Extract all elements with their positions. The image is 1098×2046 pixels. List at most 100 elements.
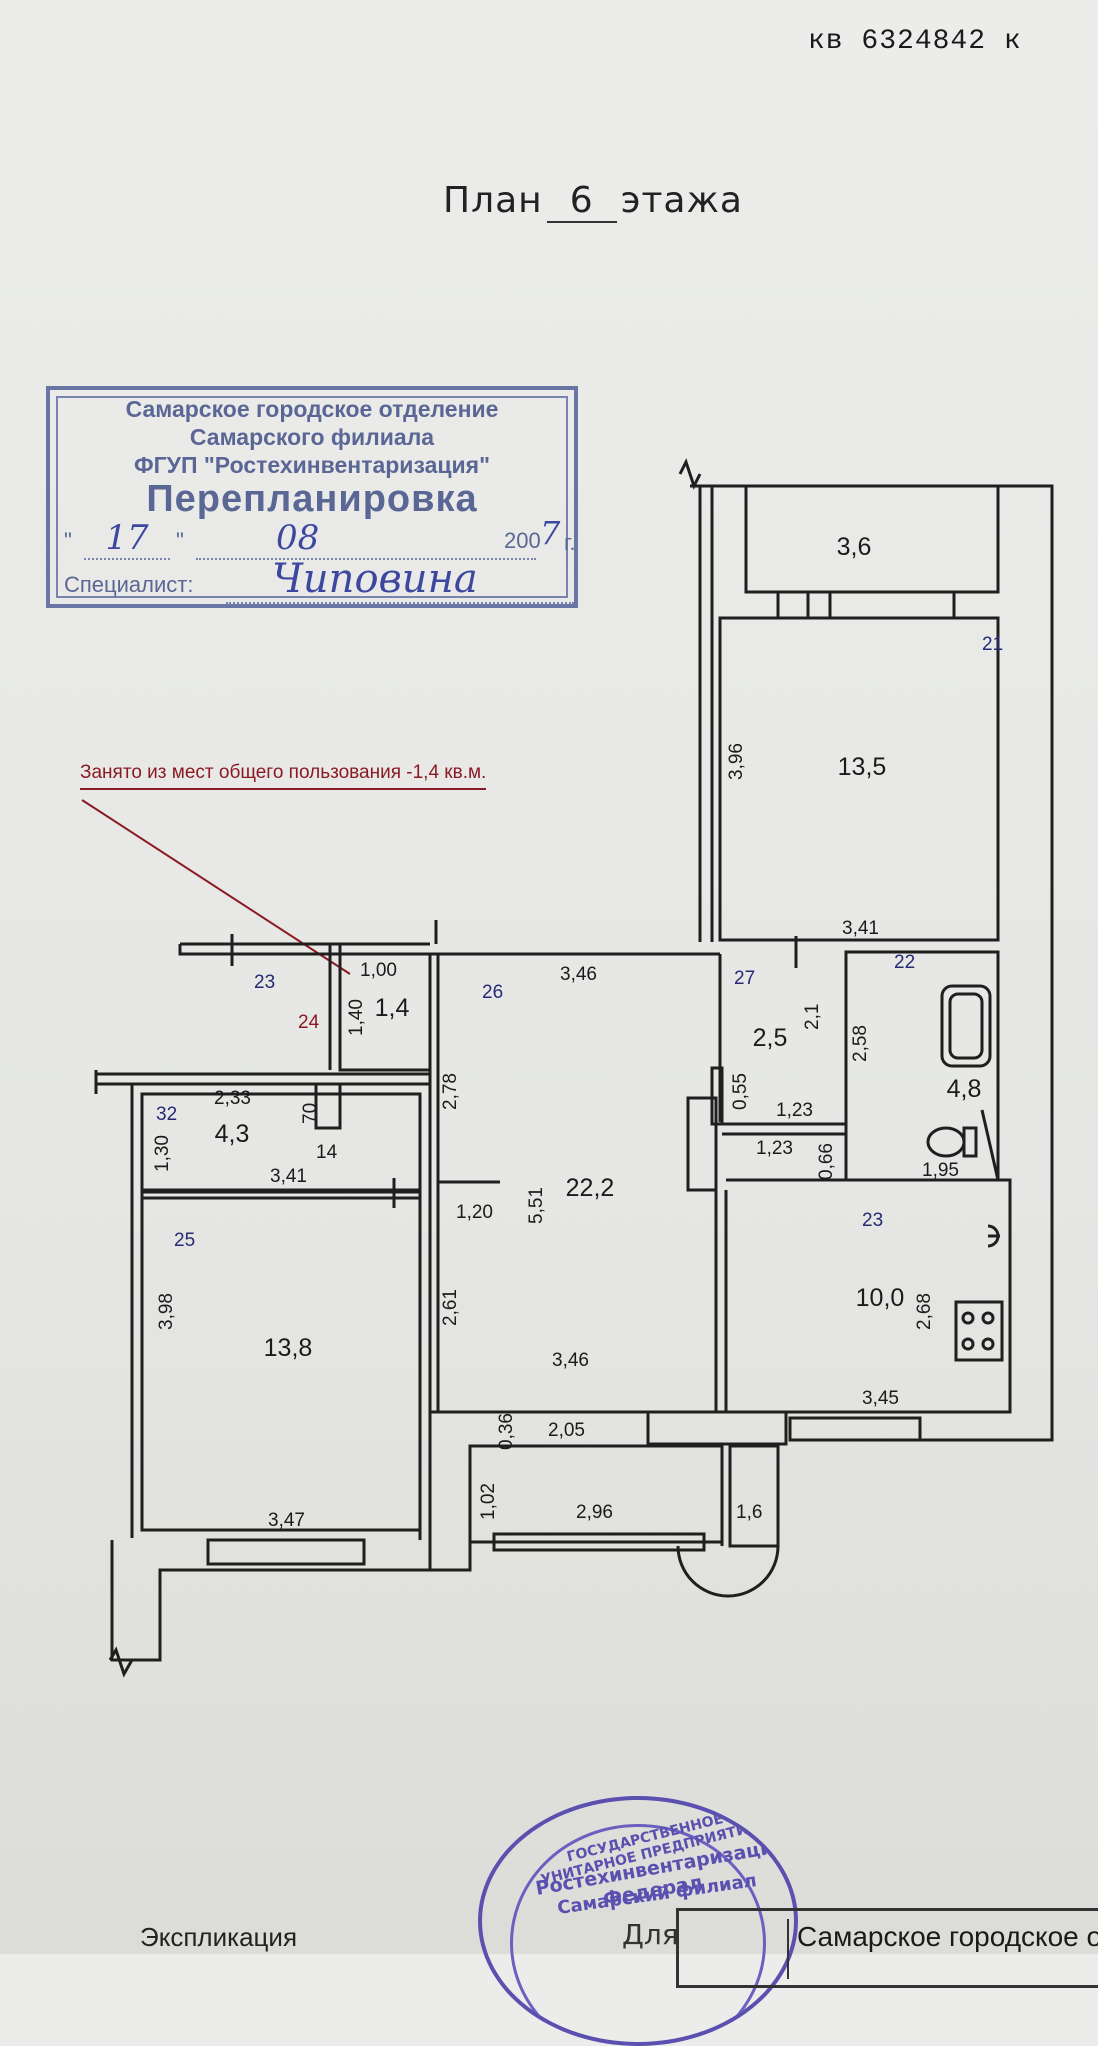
title-suffix: этажа: [620, 180, 743, 221]
plan-labels: 3,6 13,5 22,2 2,5 4,8 10,0 1,4 4,3 13,8 …: [152, 533, 1003, 1531]
dim-3-41-top: 3,41: [842, 918, 879, 939]
floor-plan: 3,6 13,5 22,2 2,5 4,8 10,0 1,4 4,3 13,8 …: [81, 458, 1054, 1678]
dim-3-98: 3,98: [156, 1293, 177, 1330]
outer-wall-right: [690, 484, 1054, 1442]
dim-3-41-mid: 3,41: [270, 1166, 307, 1187]
bottom-stamp-text: Самарское городское о: [797, 1921, 1098, 1952]
note-leader-line: [81, 799, 351, 975]
room-number-21: 21: [982, 634, 1003, 655]
stamp-year: 200: [504, 528, 541, 553]
room-area-24: 1,4: [375, 994, 410, 1022]
stamp-quote-close: ": [176, 528, 184, 553]
bathtub: [940, 984, 992, 1068]
specialist-signature: Чиповина: [226, 556, 574, 604]
dim-3-45: 3,45: [862, 1388, 899, 1409]
stamp-specialist-row: Специалист: Чиповина: [64, 556, 574, 604]
label-70: 70: [300, 1103, 321, 1124]
room-number-25: 25: [174, 1230, 195, 1251]
partition-055: [686, 1096, 718, 1192]
dim-2-58: 2,58: [850, 1025, 871, 1062]
outer-wall-left: [110, 1446, 472, 1662]
dim-1-20: 1,20: [456, 1202, 493, 1223]
dim-1-6: 1,6: [736, 1502, 762, 1523]
room-area-26: 22,2: [566, 1174, 615, 1202]
dim-2-78: 2,78: [440, 1073, 461, 1110]
room-number-32: 32: [156, 1104, 177, 1125]
stamp-line-3: ФГУП "Ростехинвентаризация": [134, 452, 490, 478]
room-number-23-kitchen: 23: [862, 1210, 883, 1231]
dim-3-96: 3,96: [726, 743, 747, 780]
common-area-note: Занято из мест общего пользования -1,4 к…: [80, 762, 487, 790]
room-25-outline: [140, 1196, 422, 1532]
dim-3-46-bottom: 3,46: [552, 1350, 589, 1371]
stove: [954, 1300, 1004, 1362]
label-14: 14: [316, 1142, 338, 1163]
room-area-23: 10,0: [856, 1284, 905, 1312]
stamp-day: 17: [84, 518, 170, 560]
balcony-top-window: [776, 590, 956, 620]
stamp-quote-open: ": [64, 528, 72, 553]
dim-5-51: 5,51: [526, 1187, 547, 1224]
stamp-date-row: " 17 " 08 200 7 г.: [64, 514, 575, 562]
stamp-year-handwritten: 7: [540, 514, 561, 552]
room-number-27: 27: [734, 968, 755, 989]
floor-number: 6: [546, 180, 617, 223]
stamp-line-1: Самарское городское отделение: [125, 396, 499, 422]
stamp-month: 08: [196, 518, 536, 560]
room-25-window: [206, 1538, 366, 1566]
seal-inner-ring: [510, 1824, 766, 2042]
specialist-label: Специалист:: [64, 572, 194, 597]
dim-2-1: 2,1: [802, 1004, 823, 1030]
room-32-outline: [140, 1092, 422, 1194]
dim-0-36: 0,36: [496, 1413, 517, 1450]
balcony-round: [676, 1545, 780, 1598]
kitchen-window: [788, 1416, 922, 1442]
room-area-balcony-top: 3,6: [837, 533, 872, 561]
dim-2-61: 2,61: [440, 1289, 461, 1326]
dim-1-02: 1,02: [478, 1483, 499, 1520]
room-area-32: 4,3: [215, 1120, 250, 1148]
room-21-outline: [718, 616, 1000, 942]
dim-0-55: 0,55: [730, 1073, 751, 1110]
dim-2-05: 2,05: [548, 1420, 585, 1441]
dim-1-23-b: 1,23: [756, 1138, 793, 1159]
title-prefix: План: [443, 180, 543, 221]
bottom-stamp-mini-cell: [691, 1919, 789, 1979]
room-24-outline: [338, 944, 430, 1072]
redevelopment-stamp: Самарское городское отделение Самарского…: [46, 386, 578, 608]
balcony-top-outline: [744, 484, 1000, 594]
dim-1-00: 1,00: [360, 960, 397, 981]
explication-heading: Экспликация: [140, 1922, 298, 1952]
dim-1-95: 1,95: [922, 1160, 959, 1181]
room-number-24: 24: [298, 1012, 320, 1033]
partition-70: [314, 1082, 342, 1130]
room-number-23-corridor: 23: [254, 972, 275, 993]
room-area-25: 13,8: [264, 1334, 313, 1362]
dim-2-68: 2,68: [914, 1293, 935, 1330]
dim-1-30: 1,30: [152, 1135, 173, 1172]
dim-0-66: 0,66: [816, 1143, 837, 1180]
room-number-22: 22: [894, 952, 915, 973]
room-area-21: 13,5: [838, 753, 887, 781]
stamp-heading: Перепланировка: [146, 478, 478, 520]
corridor-top-wall: [178, 944, 720, 956]
dim-2-96: 2,96: [576, 1502, 613, 1523]
reference-number: кв 6324842 к: [808, 26, 1022, 57]
loggia-bottom-outline: [468, 1444, 724, 1544]
dim-3-46-top: 3,46: [560, 964, 597, 985]
seal-word: Для: [622, 1918, 679, 1951]
stamp-line-2: Самарского филиала: [189, 424, 435, 450]
dim-3-47: 3,47: [268, 1510, 305, 1531]
bottom-stamp-box: Самарское городское о: [676, 1908, 1098, 1988]
toilet: [926, 1126, 966, 1158]
room-area-27: 2,5: [753, 1024, 788, 1052]
dim-1-23-a: 1,23: [776, 1100, 813, 1121]
plan-walls: [81, 458, 1054, 1678]
room-number-26: 26: [482, 982, 503, 1003]
room-area-22: 4,8: [947, 1075, 982, 1103]
dim-2-33: 2,33: [214, 1088, 251, 1109]
dim-1-40: 1,40: [346, 999, 367, 1036]
stamp-year-suffix: г.: [564, 530, 576, 555]
